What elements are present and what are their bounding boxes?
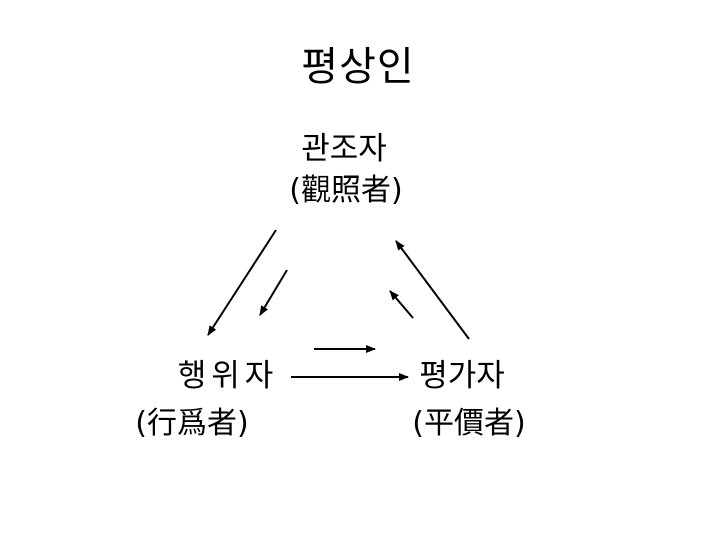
node-observer-hanja-label: (觀照者) (289, 173, 403, 208)
node-evaluator-label: 평가자 (419, 358, 505, 394)
arrow-observer-to-actor-short (259, 269, 288, 316)
arrow-evaluator-to-observer-short (389, 290, 414, 319)
arrow-evaluator-to-observer-long (395, 240, 470, 340)
node-actor-hanja-label: (行爲者) (135, 406, 249, 441)
diagram-title: 평상인 (301, 44, 415, 90)
node-actor-label: 행위자 (177, 358, 279, 394)
node-observer-label: 관조자 (301, 131, 387, 167)
node-evaluator-hanja-label: (平價者) (412, 406, 526, 441)
arrow-observer-to-actor-long (207, 229, 277, 336)
